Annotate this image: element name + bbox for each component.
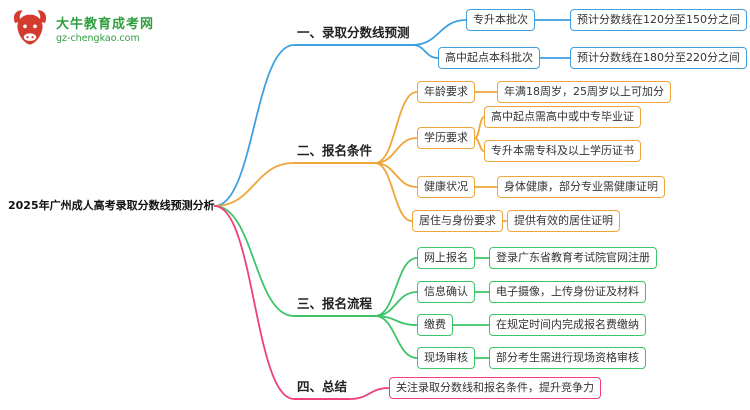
node-info-confirmation-detail: 电子摄像，上传身份证及材料: [489, 281, 646, 303]
node-education-requirement: 学历要求: [417, 127, 475, 149]
node-upgrade-batch: 专升本批次: [466, 9, 535, 31]
connector-line: [213, 162, 295, 207]
site-name: 大牛教育成考网: [56, 16, 155, 32]
connector-line: [374, 162, 413, 222]
node-residence-identity-detail: 提供有效的居住证明: [507, 210, 620, 232]
connector-line: [213, 44, 295, 207]
central-topic: 2025年广州成人高考录取分数线预测分析: [8, 199, 215, 212]
branch-admission-score-prediction: 一、录取分数线预测: [294, 25, 413, 46]
connector-line: [374, 291, 418, 317]
branch-registration-requirements: 二、报名条件: [294, 143, 376, 164]
node-summary-detail: 关注录取分数线和报名条件，提升竞争力: [389, 377, 601, 399]
node-upgrade-batch-score-range: 预计分数线在120分至150分之间: [570, 9, 747, 31]
connector-line: [374, 257, 418, 317]
connector-line: [374, 91, 418, 164]
branch-summary: 四、总结: [294, 379, 351, 400]
node-onsite-review-detail: 部分考生需进行现场资格审核: [489, 347, 646, 369]
connector-line: [474, 137, 485, 152]
connector-line: [374, 315, 418, 326]
bull-logo-icon: [13, 10, 47, 45]
branch-registration-process: 三、报名流程: [294, 296, 376, 317]
connector-line: [213, 205, 295, 400]
connector-line: [411, 19, 467, 46]
connector-line: [374, 137, 418, 164]
connector-line: [349, 387, 390, 400]
node-payment-detail: 在规定时间内完成报名费缴纳: [489, 314, 646, 336]
node-info-confirmation: 信息确认: [417, 281, 475, 303]
node-onsite-review: 现场审核: [417, 347, 475, 369]
connector-line: [213, 205, 295, 317]
node-age-requirement-detail: 年满18周岁，25周岁以上可加分: [497, 81, 671, 103]
site-url: gz-chengkao.com: [56, 32, 140, 44]
node-residence-identity-requirement: 居住与身份要求: [412, 210, 503, 232]
connector-line: [411, 44, 439, 59]
site-logo: 大牛教育成考网 gz-chengkao.com: [10, 8, 154, 48]
node-online-registration: 网上报名: [417, 247, 475, 269]
connector-line: [374, 315, 418, 359]
node-highschool-bachelor-score-range: 预计分数线在180分至220分之间: [570, 47, 747, 69]
node-education-requirement-college-detail: 专升本需专科及以上学历证书: [484, 140, 641, 162]
node-payment: 缴费: [417, 314, 453, 336]
node-online-registration-detail: 登录广东省教育考试院官网注册: [489, 247, 657, 269]
connector-line: [474, 116, 485, 139]
connector-line: [374, 162, 418, 188]
node-highschool-bachelor-batch: 高中起点本科批次: [438, 47, 540, 69]
node-education-requirement-highschool-detail: 高中起点需高中或中专毕业证: [484, 106, 641, 128]
node-age-requirement: 年龄要求: [417, 81, 475, 103]
node-health-requirement-detail: 身体健康，部分专业需健康证明: [497, 176, 665, 198]
node-health-requirement: 健康状况: [417, 176, 475, 198]
